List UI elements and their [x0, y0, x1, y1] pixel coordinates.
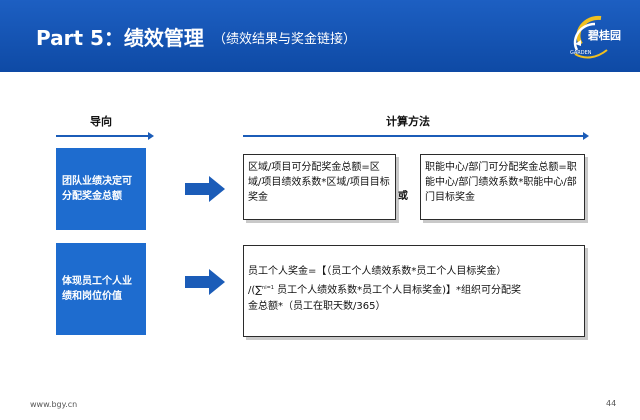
formula-box-region: 区域/项目可分配奖金总额=区域/项目绩效系数*区域/项目目标奖金 [243, 154, 396, 220]
formula-department-text: 职能中心/部门可分配奖金总额=职能中心/部门绩效系数*职能中心/部门目标奖金 [425, 162, 577, 203]
formula-box-department: 职能中心/部门可分配奖金总额=职能中心/部门绩效系数*职能中心/部门目标奖金 [420, 154, 585, 220]
summation-subscript: i=1 [265, 285, 274, 291]
orientation-divider [56, 132, 154, 140]
right-arrow-icon [185, 269, 225, 295]
header-bar: Part 5：绩效管理 （绩效结果与奖金链接） 碧桂园 GARDEN [0, 0, 640, 72]
formula-box-individual: 员工个人奖金=【（员工个人绩效系数*员工个人目标奖金） /(∑ni=1 员工个人… [243, 245, 585, 337]
method-column-header: 计算方法 [386, 115, 430, 128]
right-arrow-icon [185, 176, 225, 202]
orientation-text: 体现员工个人业绩和岗位价值 [62, 276, 132, 302]
logo-text: 碧桂园 [588, 29, 621, 42]
method-divider [243, 132, 589, 140]
orientation-text: 团队业绩决定可分配奖金总额 [62, 176, 132, 202]
or-connector: 或 [398, 191, 408, 202]
orientation-box-team: 团队业绩决定可分配奖金总额 [56, 148, 146, 230]
formula-line-1: 员工个人奖金=【（员工个人绩效系数*员工个人目标奖金） [248, 266, 507, 277]
summation-superscript: n [262, 285, 266, 291]
footer-url[interactable]: www.bgy.cn [30, 400, 78, 409]
page-number: 44 [606, 399, 617, 408]
page-title: Part 5：绩效管理 [36, 26, 204, 50]
orientation-column-header: 导向 [90, 115, 112, 128]
orientation-box-individual: 体现员工个人业绩和岗位价值 [56, 243, 146, 335]
formula-line-2-prefix: /( [248, 285, 256, 296]
page-subtitle: （绩效结果与奖金链接） [213, 32, 357, 47]
summation-symbol: ∑ [255, 285, 263, 296]
formula-line-2-suffix: 员工个人绩效系数*员工个人目标奖金)】*组织可分配奖 [273, 285, 522, 296]
formula-region-text: 区域/项目可分配奖金总额=区域/项目绩效系数*区域/项目目标奖金 [248, 162, 390, 203]
garden-logo-icon [573, 15, 608, 59]
logo-subtext: GARDEN [570, 50, 592, 56]
formula-line-3: 金总额*（员工在职天数/365） [248, 301, 386, 312]
formula-line-2: /(∑ni=1 员工个人绩效系数*员工个人目标奖金)】*组织可分配奖 [248, 280, 580, 299]
